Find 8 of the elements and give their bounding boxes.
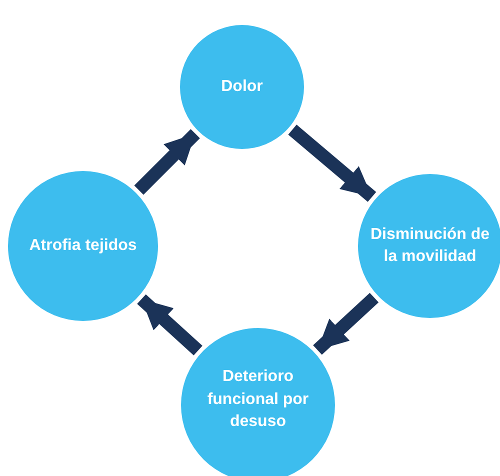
arrow (313, 292, 379, 355)
arrow (134, 129, 200, 195)
node-label: Disminución de la movilidad (370, 224, 490, 267)
node-label: Atrofia tejidos (28, 236, 138, 256)
node-label: Deterioro funcional por desuso (206, 367, 310, 432)
arrow (288, 124, 376, 202)
node-label: Dolor (220, 76, 264, 97)
arrow (137, 294, 202, 356)
